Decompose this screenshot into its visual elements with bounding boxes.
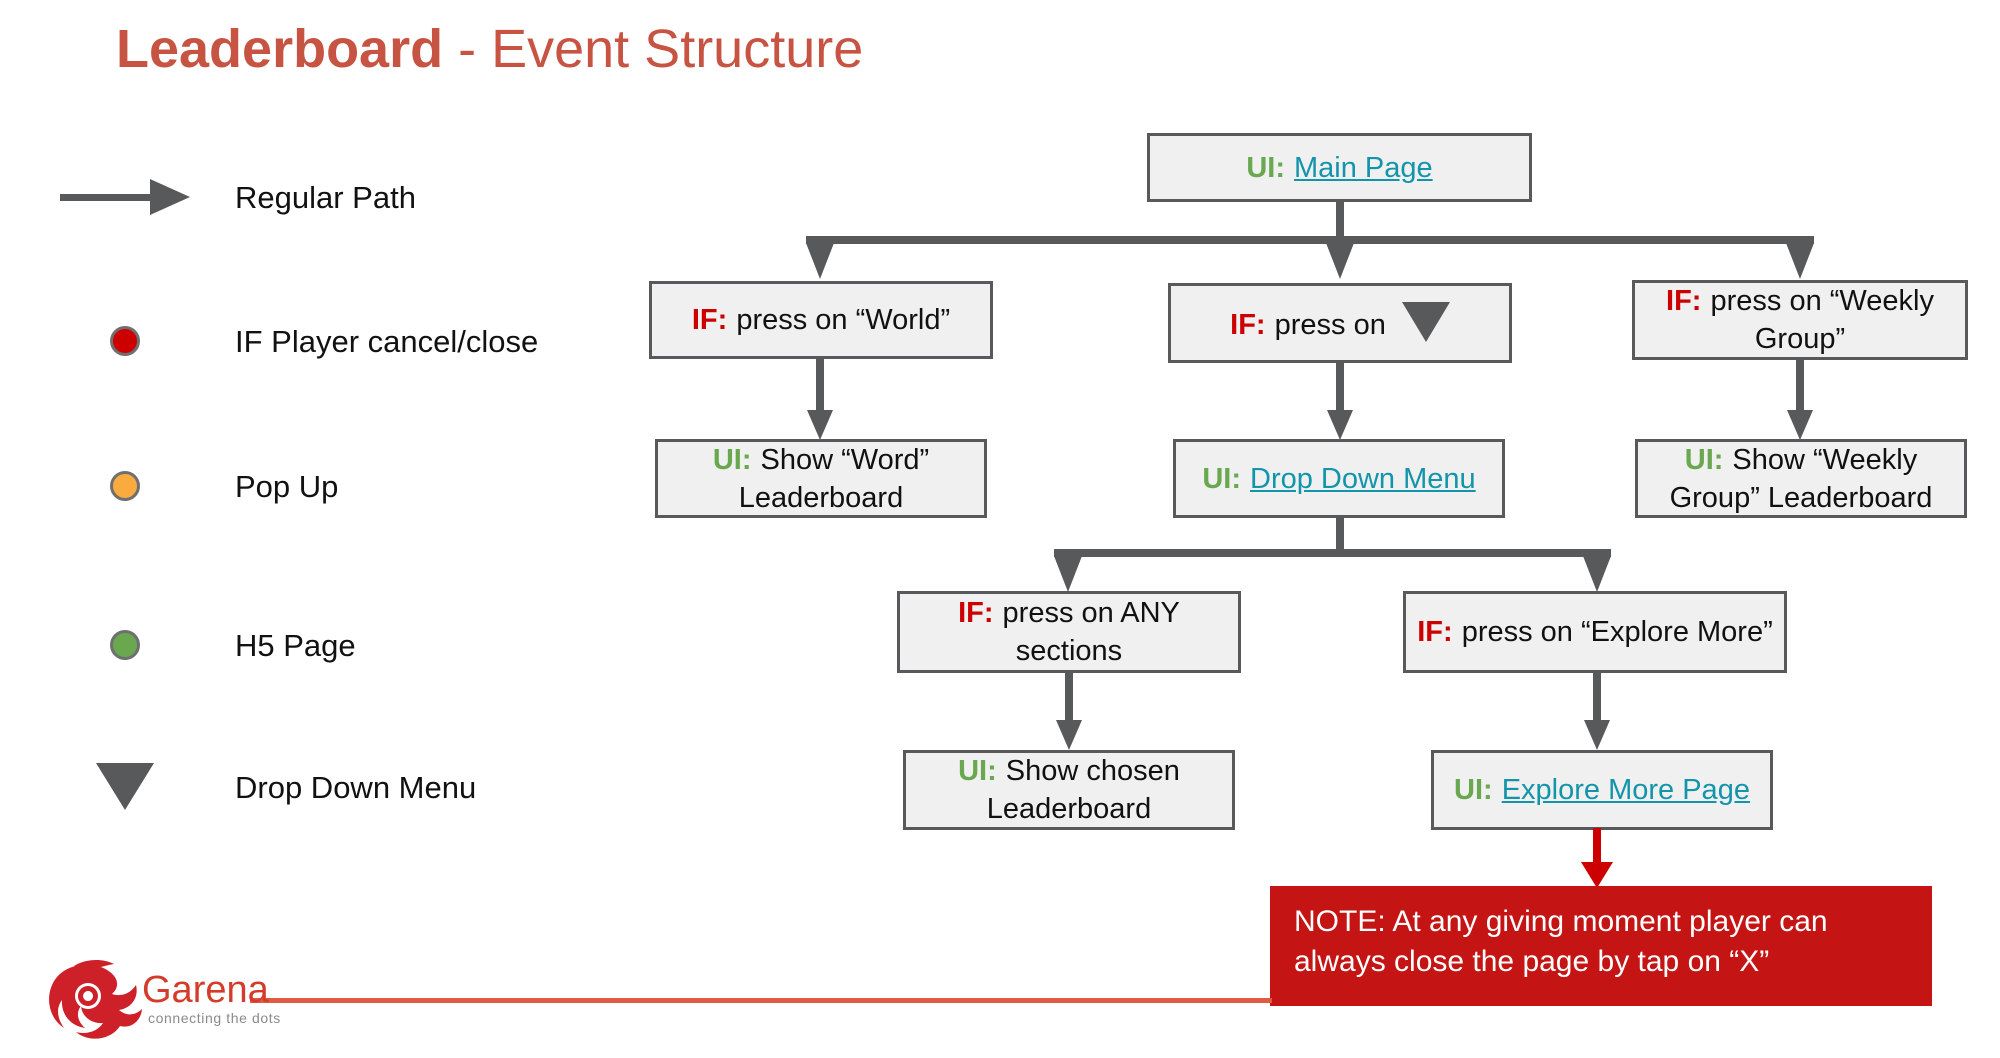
connector-line bbox=[1065, 671, 1073, 723]
connector-line bbox=[806, 236, 1814, 244]
node-ui-explore-more-page: UI:Explore More Page bbox=[1431, 750, 1773, 830]
if-prefix: IF: bbox=[1417, 616, 1453, 648]
node-label: press on “Explore More” bbox=[1461, 616, 1773, 648]
arrowhead-down-icon bbox=[806, 243, 834, 279]
if-prefix: IF: bbox=[691, 304, 728, 336]
green-circle-icon bbox=[110, 630, 140, 660]
legend-label-regular-path: Regular Path bbox=[235, 180, 416, 215]
ui-prefix: UI: bbox=[1202, 462, 1241, 495]
ui-prefix: UI: bbox=[958, 755, 997, 787]
page-title-rest: - Event Structure bbox=[443, 19, 864, 79]
arrowhead-down-icon bbox=[1583, 556, 1611, 592]
ui-prefix: UI: bbox=[1454, 774, 1493, 806]
node-label: press on “Weekly Group” bbox=[1710, 285, 1934, 355]
note-box: NOTE: At any giving moment player can al… bbox=[1270, 886, 1932, 1006]
connector-line bbox=[1336, 200, 1344, 240]
node-label: press on bbox=[1274, 309, 1386, 341]
connector-line bbox=[1336, 361, 1344, 413]
arrow-right-icon bbox=[150, 179, 190, 215]
arrowhead-down-icon bbox=[1787, 410, 1813, 440]
legend-label-pop-up: Pop Up bbox=[235, 469, 339, 504]
legend-label-if-cancel: IF Player cancel/close bbox=[235, 324, 539, 359]
connector-line bbox=[1336, 516, 1344, 556]
connector-line bbox=[1593, 671, 1601, 723]
ui-prefix: UI: bbox=[712, 443, 752, 476]
arrowhead-down-icon bbox=[1327, 410, 1353, 440]
garena-brand-text: Garena bbox=[142, 969, 269, 1011]
page-title-bold: Leaderboard bbox=[116, 19, 444, 79]
node-label: Show chosen Leaderboard bbox=[986, 755, 1180, 825]
garena-dragon-icon bbox=[49, 960, 142, 1039]
node-ui-show-word-leaderboard: UI:Show “Word” Leaderboard bbox=[655, 439, 987, 518]
node-label: press on ANY sections bbox=[1002, 597, 1180, 667]
garena-tagline: connecting the dots bbox=[148, 1010, 281, 1026]
triangle-down-icon bbox=[96, 763, 154, 810]
node-if-press-world: IF:press on “World” bbox=[649, 281, 993, 359]
dropdown-triangle-icon bbox=[1401, 302, 1450, 342]
ui-prefix: UI: bbox=[1684, 443, 1724, 476]
node-ui-main-page: UI: Main Page bbox=[1147, 133, 1532, 202]
legend-arrow-line bbox=[60, 194, 154, 201]
connector-line bbox=[1054, 549, 1611, 557]
connector-line-red bbox=[1593, 828, 1601, 866]
arrowhead-down-red-icon bbox=[1581, 862, 1613, 888]
node-if-press-dropdown: IF:press on bbox=[1168, 283, 1512, 363]
drop-down-menu-link[interactable]: Drop Down Menu bbox=[1250, 462, 1476, 495]
page-title: Leaderboard - Event Structure bbox=[116, 16, 863, 82]
arrowhead-down-icon bbox=[1054, 556, 1082, 592]
red-circle-icon bbox=[110, 326, 140, 356]
note-text: NOTE: At any giving moment player can al… bbox=[1294, 905, 1828, 978]
node-ui-show-chosen-leaderboard: UI:Show chosen Leaderboard bbox=[903, 750, 1235, 830]
connector-line bbox=[816, 357, 824, 413]
if-prefix: IF: bbox=[1230, 309, 1266, 341]
ui-prefix: UI: bbox=[1246, 151, 1285, 184]
arrowhead-down-icon bbox=[1326, 243, 1354, 279]
node-ui-drop-down-menu: UI: Drop Down Menu bbox=[1173, 439, 1505, 518]
arrowhead-down-icon bbox=[807, 410, 833, 440]
if-prefix: IF: bbox=[1666, 285, 1702, 317]
node-if-press-weekly-group: IF:press on “Weekly Group” bbox=[1632, 280, 1968, 360]
connector-line bbox=[1796, 358, 1804, 413]
main-page-link[interactable]: Main Page bbox=[1294, 151, 1433, 184]
arrowhead-down-icon bbox=[1786, 243, 1814, 279]
node-label: Show “Word” Leaderboard bbox=[738, 443, 930, 514]
node-if-press-explore-more: IF:press on “Explore More” bbox=[1403, 591, 1787, 673]
if-prefix: IF: bbox=[958, 597, 994, 629]
orange-circle-icon bbox=[110, 471, 140, 501]
arrowhead-down-icon bbox=[1056, 720, 1082, 750]
node-ui-show-weekly-group-leaderboard: UI:Show “Weekly Group” Leaderboard bbox=[1635, 439, 1967, 518]
explore-more-page-link[interactable]: Explore More Page bbox=[1501, 774, 1750, 806]
node-label: Show “Weekly Group” Leaderboard bbox=[1669, 443, 1933, 514]
legend-label-drop-down-menu: Drop Down Menu bbox=[235, 770, 477, 805]
footer-divider-line bbox=[250, 998, 1272, 1003]
node-label: press on “World” bbox=[736, 304, 951, 336]
legend-label-h5-page: H5 Page bbox=[235, 628, 356, 663]
node-if-press-any-sections: IF:press on ANY sections bbox=[897, 591, 1241, 673]
arrowhead-down-icon bbox=[1584, 720, 1610, 750]
